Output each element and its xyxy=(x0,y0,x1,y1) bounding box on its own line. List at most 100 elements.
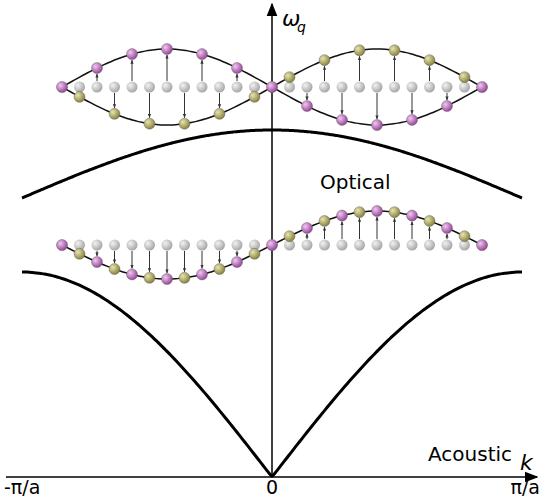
rest-atom xyxy=(92,240,103,251)
optical-branch xyxy=(22,130,522,198)
displacement-arrow xyxy=(167,55,168,81)
atom xyxy=(372,206,383,217)
rest-atom xyxy=(284,82,295,93)
displacement-arrow xyxy=(167,251,168,273)
atom xyxy=(267,82,278,93)
atom xyxy=(109,264,120,275)
atom xyxy=(319,55,330,66)
rest-atom xyxy=(57,240,68,251)
rest-atom xyxy=(92,82,103,93)
rest-atom xyxy=(162,240,173,251)
atom xyxy=(424,55,435,66)
tick-label: -π/a xyxy=(4,478,40,497)
rest-atom xyxy=(214,240,225,251)
displacement-arrow xyxy=(342,222,343,239)
atom xyxy=(249,248,260,259)
displacement-arrow xyxy=(184,93,185,118)
rest-atom xyxy=(197,82,208,93)
rest-atom xyxy=(197,240,208,251)
mode-envelope xyxy=(62,211,482,279)
rest-atom xyxy=(407,82,418,93)
rest-atom xyxy=(302,240,313,251)
displacement-arrow xyxy=(97,251,98,256)
atom xyxy=(179,272,190,283)
atom xyxy=(337,114,348,125)
displacement-arrow xyxy=(377,217,378,239)
atom xyxy=(144,272,155,283)
atom xyxy=(267,240,278,251)
axis-label: k xyxy=(520,452,533,474)
atom xyxy=(459,72,470,83)
displacement-arrow xyxy=(307,234,308,239)
displacement-arrow xyxy=(132,251,133,268)
displacement-arrow xyxy=(394,218,395,239)
displacement-arrow xyxy=(412,222,413,239)
dispersion-curves xyxy=(22,130,522,476)
atom xyxy=(424,215,435,226)
rest-atom xyxy=(302,82,313,93)
displacement-arrow xyxy=(97,74,98,81)
displacement-arrow xyxy=(202,251,203,268)
rest-atom xyxy=(389,82,400,93)
atom-chains xyxy=(57,44,488,285)
rest-atom xyxy=(57,82,68,93)
tick-label: π/a xyxy=(511,478,540,497)
atom xyxy=(284,72,295,83)
rest-atom xyxy=(179,82,190,93)
displacement-arrow xyxy=(184,251,185,272)
atom xyxy=(372,120,383,131)
rest-atom xyxy=(179,240,190,251)
atom xyxy=(477,82,488,93)
rest-atom xyxy=(267,240,278,251)
mode-envelope xyxy=(62,49,482,125)
atom xyxy=(162,44,173,55)
rest-atom xyxy=(477,240,488,251)
atom xyxy=(109,108,120,119)
rest-atom xyxy=(127,82,138,93)
rest-atom xyxy=(354,240,365,251)
atom xyxy=(214,108,225,119)
displacement-arrow xyxy=(219,93,220,108)
rest-atom xyxy=(354,82,365,93)
atom xyxy=(127,49,138,60)
atom xyxy=(74,91,85,102)
atom xyxy=(442,101,453,112)
atom xyxy=(354,45,365,56)
atom xyxy=(389,45,400,56)
axis-subscript: q xyxy=(297,20,306,34)
atom xyxy=(284,231,295,242)
atom xyxy=(197,269,208,280)
rest-atom xyxy=(372,82,383,93)
displacement-arrow xyxy=(412,93,413,114)
branch-label: Optical xyxy=(320,172,391,192)
atom xyxy=(389,207,400,218)
atom xyxy=(179,118,190,129)
rest-atom xyxy=(144,82,155,93)
rest-atom xyxy=(319,240,330,251)
atom xyxy=(162,274,173,285)
displacement-arrow xyxy=(359,56,360,81)
rest-atom xyxy=(389,240,400,251)
rest-atom xyxy=(232,240,243,251)
displacement-arrow xyxy=(237,74,238,81)
atom xyxy=(214,264,225,275)
atom xyxy=(57,240,68,251)
rest-atom xyxy=(267,82,278,93)
rest-atom xyxy=(442,82,453,93)
branch-label: Acoustic xyxy=(428,444,512,464)
rest-atom xyxy=(144,240,155,251)
atom xyxy=(442,223,453,234)
rest-atom xyxy=(249,82,260,93)
displacement-arrow xyxy=(114,93,115,108)
displacement-arrow xyxy=(114,251,115,263)
displacement-arrow xyxy=(429,227,430,239)
atom xyxy=(74,248,85,259)
rest-atom xyxy=(127,240,138,251)
rest-atom xyxy=(109,82,120,93)
atom xyxy=(477,240,488,251)
rest-atom xyxy=(109,240,120,251)
displacement-arrow xyxy=(202,60,203,81)
displacement-arrow xyxy=(307,93,308,100)
rest-atom xyxy=(74,82,85,93)
